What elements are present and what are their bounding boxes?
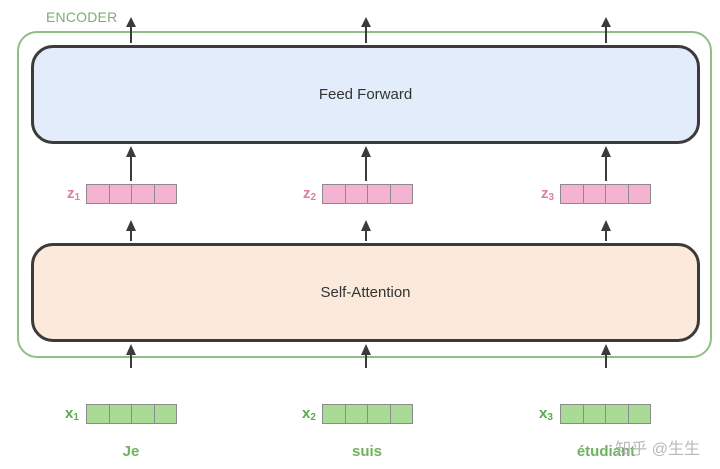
x-vector-1	[86, 404, 177, 424]
input-word-2: suis	[351, 443, 383, 460]
arrow-sa-to-z-3-head	[601, 220, 611, 231]
self-attention-block: Self-Attention	[31, 243, 700, 342]
arrow-x-to-sa-3-head	[601, 344, 611, 355]
encoder-label: ENCODER	[46, 9, 118, 25]
arrow-z-to-ff-3-head	[601, 146, 611, 157]
encoder-frame	[17, 31, 712, 358]
z-vector-1	[86, 184, 177, 204]
arrow-x-to-sa-2-head	[361, 344, 371, 355]
z-label-3: z3	[541, 185, 555, 203]
feed-forward-block: Feed Forward	[31, 45, 700, 144]
arrow-output-3-head	[601, 17, 611, 27]
z-vector-2	[322, 184, 413, 204]
arrow-sa-to-z-1-head	[126, 220, 136, 231]
x-vector-3	[560, 404, 651, 424]
arrow-x-to-sa-1-head	[126, 344, 136, 355]
x-label-3: x3	[539, 405, 553, 423]
x-vector-2	[322, 404, 413, 424]
arrow-z-to-ff-2-head	[361, 146, 371, 157]
arrow-z-to-ff-1-head	[126, 146, 136, 157]
feed-forward-label: Feed Forward	[318, 86, 413, 103]
self-attention-label: Self-Attention	[320, 284, 411, 301]
input-word-3: étudiant	[576, 443, 636, 460]
x-label-2: x2	[302, 405, 316, 423]
z-label-2: z2	[303, 185, 317, 203]
x-label-1: x1	[65, 405, 79, 423]
input-word-1: Je	[122, 443, 140, 460]
z-label-1: z1	[67, 185, 81, 203]
arrow-output-2-head	[361, 17, 371, 27]
arrow-output-1-head	[126, 17, 136, 27]
arrow-sa-to-z-2-head	[361, 220, 371, 231]
watermark: 知乎 @生生	[615, 441, 700, 458]
z-vector-3	[560, 184, 651, 204]
